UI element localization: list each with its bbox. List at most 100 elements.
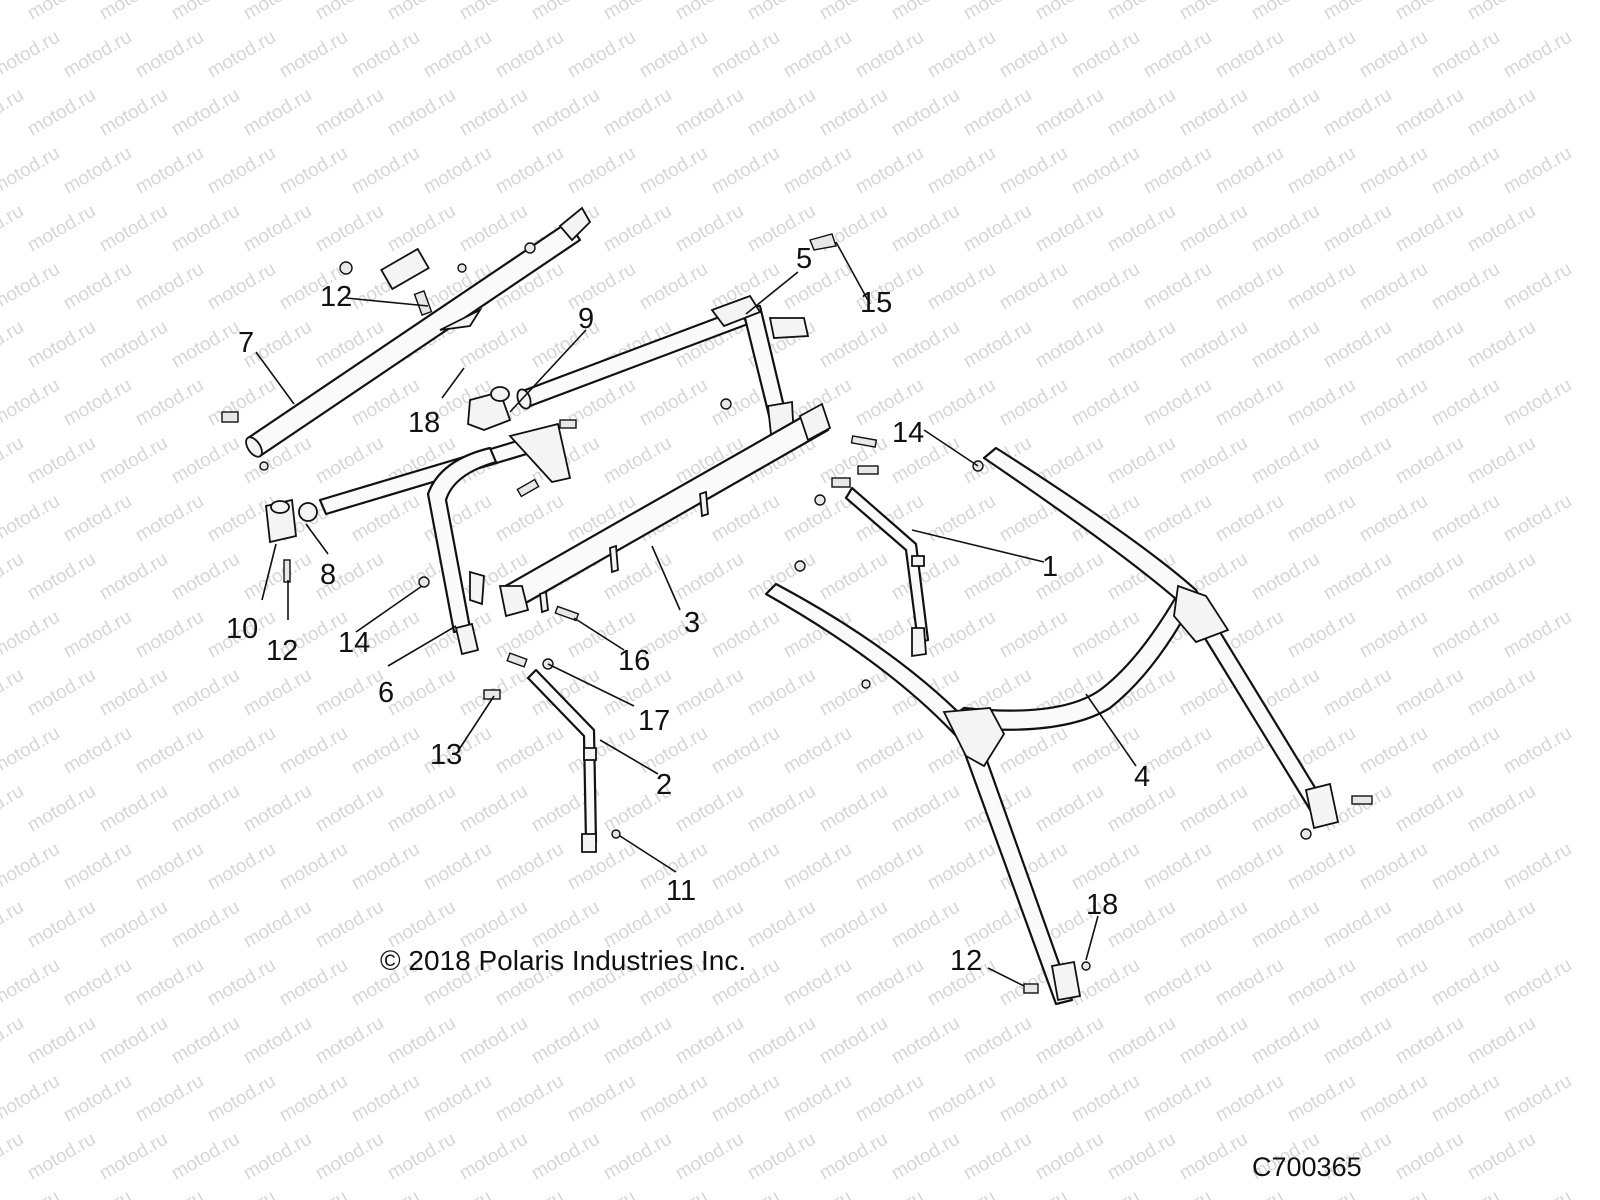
watermark-text: motod.ru bbox=[780, 955, 855, 1011]
watermark-text: motod.ru bbox=[492, 143, 567, 199]
watermark-text: motod.ru bbox=[960, 317, 1035, 373]
watermark-text: motod.ru bbox=[1392, 85, 1467, 141]
watermark-text: motod.ru bbox=[852, 723, 927, 779]
watermark-text: motod.ru bbox=[492, 839, 567, 895]
watermark-text: motod.ru bbox=[0, 955, 63, 1011]
watermark-text: motod.ru bbox=[132, 27, 207, 83]
watermark-text: motod.ru bbox=[852, 27, 927, 83]
bolt-icon bbox=[221, 411, 239, 423]
watermark-text: motod.ru bbox=[1248, 897, 1323, 953]
watermark-text: motod.ru bbox=[132, 1187, 207, 1200]
watermark-text: motod.ru bbox=[1392, 317, 1467, 373]
watermark-text: motod.ru bbox=[1392, 1129, 1467, 1185]
watermark-text: motod.ru bbox=[240, 897, 315, 953]
callout-10: 10 bbox=[226, 613, 258, 645]
watermark-text: motod.ru bbox=[924, 27, 999, 83]
watermark-text: motod.ru bbox=[1500, 723, 1575, 779]
watermark-text: motod.ru bbox=[312, 897, 387, 953]
watermark-text: motod.ru bbox=[600, 85, 675, 141]
watermark-text: motod.ru bbox=[240, 1013, 315, 1069]
watermark-text: motod.ru bbox=[1320, 317, 1395, 373]
watermark-text: motod.ru bbox=[168, 317, 243, 373]
watermark-text: motod.ru bbox=[1464, 433, 1539, 489]
watermark-text: motod.ru bbox=[1356, 491, 1431, 547]
nut-icon bbox=[1081, 961, 1091, 971]
watermark-text: motod.ru bbox=[24, 317, 99, 373]
watermark-text: motod.ru bbox=[24, 433, 99, 489]
watermark-text: motod.ru bbox=[1500, 27, 1575, 83]
watermark-text: motod.ru bbox=[1500, 259, 1575, 315]
watermark-text: motod.ru bbox=[1104, 433, 1179, 489]
watermark-text: motod.ru bbox=[0, 0, 27, 24]
watermark-text: motod.ru bbox=[456, 781, 531, 837]
watermark-text: motod.ru bbox=[132, 259, 207, 315]
watermark-text: motod.ru bbox=[60, 955, 135, 1011]
watermark-text: motod.ru bbox=[1284, 1187, 1359, 1200]
watermark-text: motod.ru bbox=[384, 201, 459, 257]
watermark-text: motod.ru bbox=[1320, 1013, 1395, 1069]
callout-5: 5 bbox=[796, 243, 812, 275]
watermark-text: motod.ru bbox=[132, 839, 207, 895]
callout-16: 16 bbox=[618, 645, 650, 677]
watermark-text: motod.ru bbox=[672, 781, 747, 837]
bolt-icon bbox=[857, 465, 879, 475]
bolt-icon bbox=[554, 605, 580, 622]
watermark-text: motod.ru bbox=[168, 549, 243, 605]
watermark-text: motod.ru bbox=[60, 1187, 135, 1200]
watermark-text: motod.ru bbox=[312, 1129, 387, 1185]
watermark-text: motod.ru bbox=[996, 1187, 1071, 1200]
watermark-text: motod.ru bbox=[1464, 549, 1539, 605]
watermark-text: motod.ru bbox=[1140, 1071, 1215, 1127]
watermark-text: motod.ru bbox=[708, 1187, 783, 1200]
watermark-text: motod.ru bbox=[924, 491, 999, 547]
watermark-text: motod.ru bbox=[1428, 955, 1503, 1011]
watermark-text: motod.ru bbox=[1428, 723, 1503, 779]
nut-icon bbox=[720, 398, 732, 410]
watermark-text: motod.ru bbox=[600, 897, 675, 953]
watermark-text: motod.ru bbox=[672, 0, 747, 24]
watermark-text: motod.ru bbox=[1356, 1187, 1431, 1200]
watermark-text: motod.ru bbox=[780, 143, 855, 199]
watermark-text: motod.ru bbox=[204, 143, 279, 199]
watermark-text: motod.ru bbox=[924, 375, 999, 431]
watermark-text: motod.ru bbox=[1392, 1013, 1467, 1069]
callout-3: 3 bbox=[684, 607, 700, 639]
part-10-collar bbox=[270, 500, 290, 514]
watermark-text: motod.ru bbox=[636, 27, 711, 83]
watermark-text: motod.ru bbox=[1104, 85, 1179, 141]
watermark-text: motod.ru bbox=[1068, 143, 1143, 199]
callout-14-right: 14 bbox=[892, 417, 924, 449]
watermark-text: motod.ru bbox=[816, 317, 891, 373]
watermark-text: motod.ru bbox=[168, 665, 243, 721]
callout-15: 15 bbox=[860, 287, 892, 319]
watermark-text: motod.ru bbox=[996, 607, 1071, 663]
watermark-text: motod.ru bbox=[1284, 1071, 1359, 1127]
watermark-text: motod.ru bbox=[888, 549, 963, 605]
watermark-text: motod.ru bbox=[1356, 259, 1431, 315]
watermark-text: motod.ru bbox=[96, 0, 171, 24]
watermark-text: motod.ru bbox=[1140, 27, 1215, 83]
watermark-text: motod.ru bbox=[0, 549, 27, 605]
watermark-text: motod.ru bbox=[600, 0, 675, 24]
watermark-text: motod.ru bbox=[1320, 433, 1395, 489]
watermark-text: motod.ru bbox=[240, 781, 315, 837]
watermark-text: motod.ru bbox=[96, 1129, 171, 1185]
watermark-text: motod.ru bbox=[204, 375, 279, 431]
watermark-text: motod.ru bbox=[1212, 143, 1287, 199]
watermark-text: motod.ru bbox=[888, 1129, 963, 1185]
watermark-text: motod.ru bbox=[348, 839, 423, 895]
watermark-text: motod.ru bbox=[384, 665, 459, 721]
watermark-text: motod.ru bbox=[1320, 897, 1395, 953]
watermark-text: motod.ru bbox=[168, 85, 243, 141]
watermark-text: motod.ru bbox=[960, 0, 1035, 24]
watermark-text: motod.ru bbox=[24, 1013, 99, 1069]
nut-icon bbox=[524, 242, 536, 254]
watermark-text: motod.ru bbox=[600, 1129, 675, 1185]
watermark-text: motod.ru bbox=[1248, 85, 1323, 141]
watermark-text: motod.ru bbox=[1032, 1013, 1107, 1069]
watermark-text: motod.ru bbox=[564, 839, 639, 895]
callout-4: 4 bbox=[1134, 761, 1150, 793]
watermark-text: motod.ru bbox=[1176, 85, 1251, 141]
part-3-cross-member bbox=[498, 402, 832, 618]
watermark-text: motod.ru bbox=[276, 723, 351, 779]
